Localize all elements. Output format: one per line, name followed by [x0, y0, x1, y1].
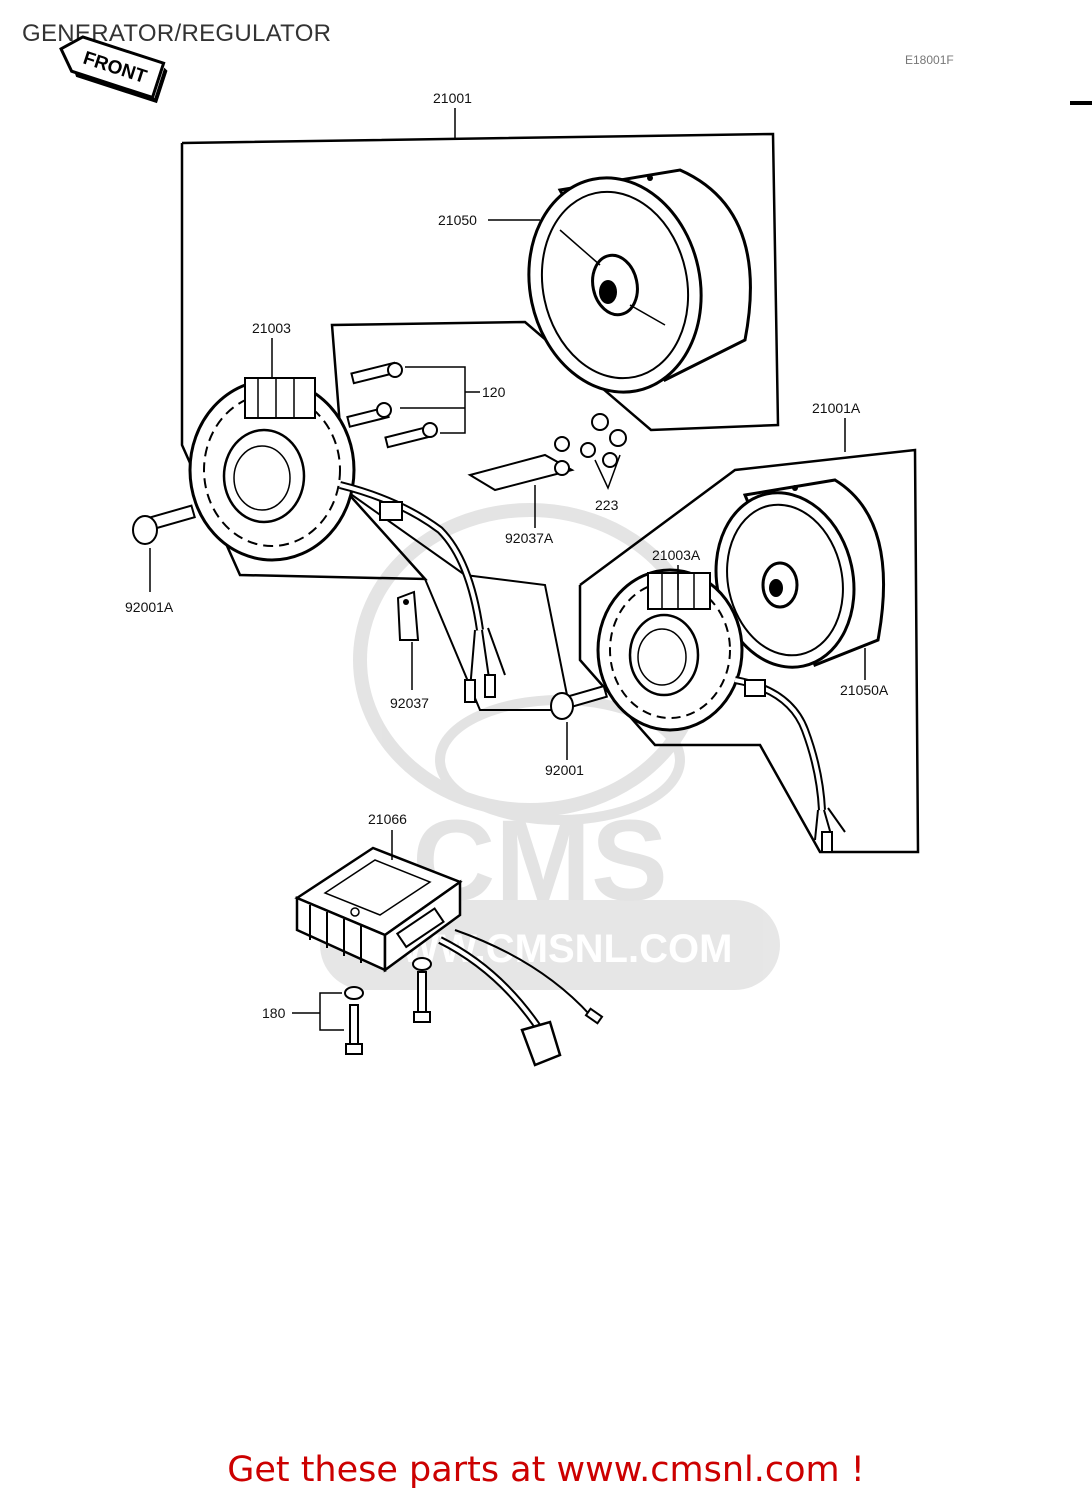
part-label-21001: 21001: [433, 90, 472, 106]
part-label-21001A: 21001A: [812, 400, 861, 416]
part-label-21003: 21003: [252, 320, 291, 336]
part-label-120: 120: [482, 384, 506, 400]
part-label-21050: 21050: [438, 212, 477, 228]
bolts-120: [346, 361, 438, 449]
clamp-92037: [396, 590, 420, 641]
part-label-92001A: 92001A: [125, 599, 174, 615]
rotor-21050: [527, 168, 752, 394]
screws-223: [580, 413, 627, 468]
part-label-21050A: 21050A: [840, 682, 889, 698]
part-label-92037: 92037: [390, 695, 429, 711]
bolt-nut-180: [344, 986, 364, 1055]
part-label-92001: 92001: [545, 762, 584, 778]
stator-lead-wire: [339, 481, 506, 703]
figure-code: E18001F: [905, 53, 954, 67]
regulator-wiring: [438, 929, 604, 1067]
strap-92037A: [467, 436, 575, 492]
bolt-92001: [550, 684, 609, 720]
bolt-92001A: [132, 504, 196, 545]
front-arrow-icon: FRONT: [59, 35, 168, 104]
rotor-21050A: [714, 478, 885, 669]
part-label-21003A: 21003A: [652, 547, 701, 563]
stator-lead-wire-2: [734, 676, 846, 853]
footer-promo: Get these parts at www.cmsnl.com !: [227, 1450, 865, 1490]
part-label-21066: 21066: [368, 811, 407, 827]
regulator-bolt: [412, 957, 432, 1023]
part-label-223: 223: [595, 497, 619, 513]
part-label-180: 180: [262, 1005, 286, 1021]
part-label-92037A: 92037A: [505, 530, 554, 546]
stator-21003A: [596, 568, 744, 732]
regulator-21066: [294, 846, 463, 973]
stator-21003: [188, 377, 356, 562]
